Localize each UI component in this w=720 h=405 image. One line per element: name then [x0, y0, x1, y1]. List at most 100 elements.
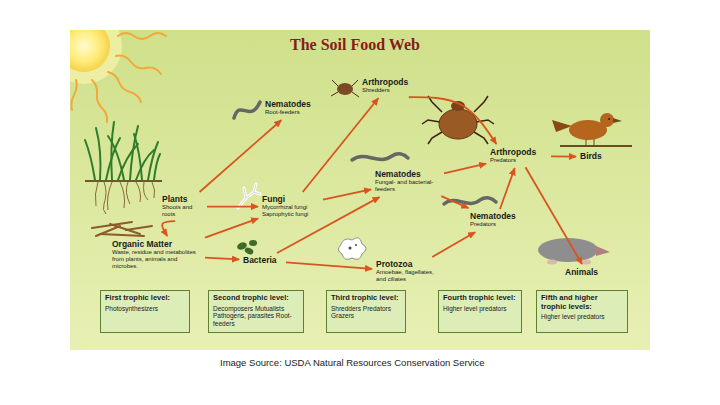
bird-eye: [608, 118, 610, 120]
sun-ray: [92, 80, 107, 122]
food-web-arrow: [551, 155, 576, 157]
bird-leg: [594, 139, 595, 146]
sun-ray: [118, 33, 166, 39]
node-heading: Bacteria: [243, 256, 283, 265]
mite-body: [439, 109, 477, 139]
mole-foot: [581, 260, 591, 265]
node-heading: Fungi: [262, 195, 320, 204]
grass-blade: [111, 122, 114, 180]
sun-ray: [71, 80, 76, 110]
amoeba: [338, 238, 366, 260]
grass-blades: [85, 122, 160, 180]
twig: [126, 226, 152, 230]
organism-label: NematodesPredators: [470, 212, 522, 228]
grass-blade: [134, 134, 142, 180]
trophic-level-box: Fifth and higher trophic levels: Higher l…: [536, 290, 628, 333]
node-heading: Arthropods: [490, 148, 548, 157]
bird: [552, 113, 632, 146]
organism-label: Birds: [580, 152, 610, 161]
mole-foot: [547, 260, 557, 265]
grass-blade: [154, 154, 160, 180]
mite-legs: [331, 80, 359, 97]
mite-body: [337, 83, 353, 95]
node-body: Shredders Predators Grazers: [331, 305, 401, 321]
node-heading: Nematodes: [265, 100, 325, 109]
bacteria-icon: [236, 240, 257, 256]
fungal-hyphae-outline: [238, 184, 260, 208]
branch: [560, 145, 632, 147]
node-heading: Nematodes: [470, 212, 522, 221]
trophic-level-box: Third trophic level: Shredders Predators …: [326, 290, 406, 333]
nematode-worm: [352, 154, 408, 160]
mite-leg: [332, 80, 338, 86]
food-web-arrow: [162, 221, 175, 236]
bird-beak: [613, 118, 622, 123]
mite-leg: [428, 132, 442, 144]
node-heading: Arthropods: [362, 78, 414, 87]
mite-leg: [352, 80, 358, 86]
root: [144, 182, 149, 200]
image-source-caption: Image Source: USDA Natural Resources Con…: [220, 357, 485, 368]
node-body: Predators: [490, 157, 548, 164]
trophic-level-box: First trophic level: Photosynthesizers: [100, 290, 190, 333]
node-heading: Birds: [580, 152, 610, 161]
root: [120, 182, 125, 208]
sun: [70, 30, 166, 122]
grass-blade: [118, 144, 138, 180]
bacterium: [249, 240, 257, 246]
node-heading: Fifth and higher trophic levels:: [541, 294, 623, 311]
node-body: Fungal- and bacterial-feeders: [375, 179, 441, 193]
node-body: Higher level predators: [443, 305, 517, 313]
node-heading: Third trophic level:: [331, 294, 401, 303]
node-body: Waste, residue and metabolites from plan…: [112, 249, 202, 270]
food-web-arrow: [525, 167, 581, 264]
mite-leg: [331, 92, 338, 96]
node-body: Shredders: [362, 87, 414, 94]
sun-disc: [70, 30, 110, 72]
food-web-arrow: [323, 189, 371, 199]
plants: [85, 122, 162, 214]
vacuole: [355, 244, 357, 246]
root: [126, 182, 130, 204]
food-web-arrow: [207, 206, 258, 208]
node-heading: Plants: [162, 195, 204, 204]
mite-leg: [422, 120, 440, 124]
node-body: Photosynthesizers: [105, 305, 185, 313]
organism-label: NematodesFungal- and bacterial-feeders: [375, 170, 441, 193]
bird-tail: [552, 120, 572, 132]
node-heading: Organic Matter: [112, 240, 202, 249]
mite-leg: [474, 132, 488, 144]
food-web-arrow: [500, 168, 515, 209]
grass-blade: [85, 140, 95, 180]
node-body: Predators: [470, 221, 522, 228]
organism-label: Bacteria: [243, 256, 283, 265]
nematodes: [234, 102, 496, 204]
organism-label: PlantsShoots and roots: [162, 195, 204, 218]
mite-leg: [474, 96, 488, 112]
fungal-hyphae: [238, 184, 260, 208]
organism-label: FungiMycorrhizal fungi Saprophytic fungi: [262, 195, 320, 218]
twig: [96, 226, 120, 236]
bacterium: [244, 246, 255, 255]
root: [103, 182, 106, 214]
food-web-arrow: [200, 120, 282, 192]
nucleus: [349, 247, 352, 250]
root: [95, 182, 98, 206]
node-body: Root-feeders: [265, 109, 325, 116]
organism-label: ArthropodsShredders: [362, 78, 414, 94]
node-heading: Animals: [565, 268, 609, 277]
node-body: Amoebae, flagellates, and ciliates: [376, 269, 438, 283]
food-web-arrow: [205, 258, 239, 260]
nematode-worm: [234, 102, 260, 118]
node-heading: First trophic level:: [105, 294, 185, 303]
food-web-arrow: [409, 97, 497, 144]
organic-matter-litter: [92, 222, 152, 236]
node-body: Decomposers Mutualists Pathogens, parasi…: [213, 305, 299, 328]
node-heading: Second trophic level:: [213, 294, 299, 303]
sun-ray: [108, 72, 141, 102]
mite-leg: [352, 92, 359, 97]
trophic-level-box: Fourth trophic level:Higher level predat…: [438, 290, 522, 333]
node-body: Higher level predators: [541, 313, 623, 321]
